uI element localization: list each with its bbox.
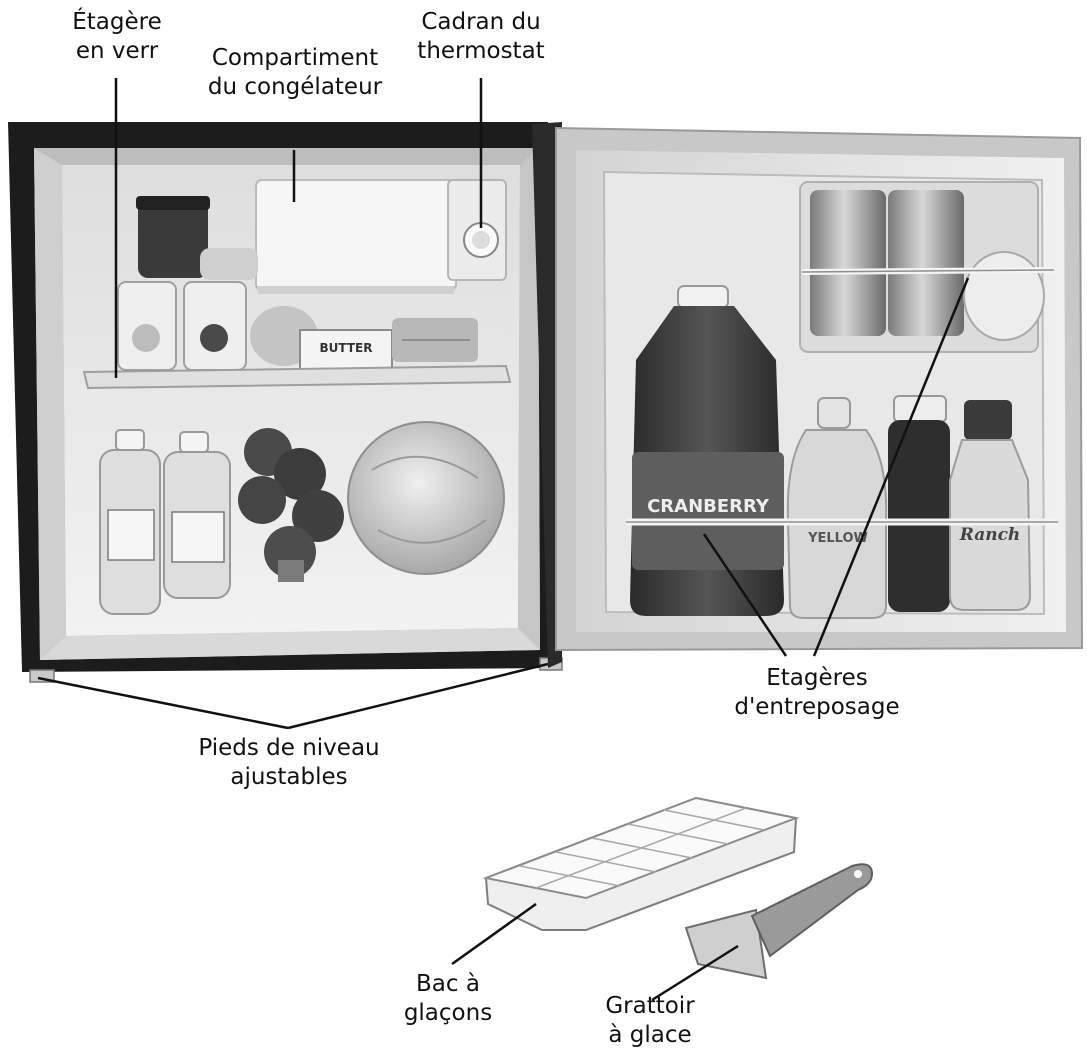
cranberry-label-text: CRANBERRY [647,496,770,517]
leveling-feet-label-line1: Pieds de niveau [198,735,380,761]
door-lower-items: YELLOW Ranch [786,395,1032,619]
thermostat-label-line1: Cadran du [421,9,541,35]
ranch-label-text: Ranch [959,525,1021,545]
freezer-compartment-label: Compartiment du congélateur [190,44,400,102]
cranberry-juice-bottle: CRANBERRY [630,285,784,616]
ice-scraper-leader [651,944,739,1002]
storage-shelves-label-line2: d'entreposage [734,694,900,720]
storage-leader-upper [812,277,970,657]
feet-leader-right [287,662,549,730]
ice-tray-leader [451,902,537,966]
ice-scraper-label-line2: à glace [608,1022,692,1048]
ice-tray-label-line1: Bac à [416,971,480,997]
storage-shelves-label-line1: Etagères [766,665,868,691]
feet-leader-left [37,676,289,730]
freezer-label-line2: du congélateur [207,74,383,100]
ice-cube-tray [482,796,800,931]
ice-scraper-label-line1: Grattoir [605,993,695,1019]
door-upper-items [810,190,1045,341]
storage-shelves-label: Etagères d'entreposage [722,664,912,722]
ice-scraper [684,863,874,980]
upper-shelf-items: BUTTER [117,196,508,373]
butter-box-text: BUTTER [320,341,373,355]
ice-tray-label-line2: glaçons [403,1000,493,1026]
glass-shelf-label-line2: en verr [75,38,159,64]
thermostat-dial-label: Cadran du thermostat [398,8,564,66]
door-storage-shelves [626,267,1058,526]
ice-tray-label: Bac à glaçons [388,970,508,1028]
glass-shelf-label: Étagère en verr [52,8,182,66]
mustard-label-text: YELLOW [807,531,868,546]
thermostat-label-line2: thermostat [417,38,545,64]
callout-lines [37,78,970,1002]
glass-shelf [82,364,512,390]
glass-shelf-label-line1: Étagère [72,9,162,35]
lower-shelf-items [99,421,505,615]
storage-leader-lower [702,533,788,657]
leveling-feet-label-line2: ajustables [230,764,348,790]
freezer-label-line1: Compartiment [211,45,379,71]
leveling-feet-label: Pieds de niveau ajustables [180,734,398,792]
thermostat-dial [463,222,499,258]
ice-scraper-label: Grattoir à glace [582,992,718,1050]
